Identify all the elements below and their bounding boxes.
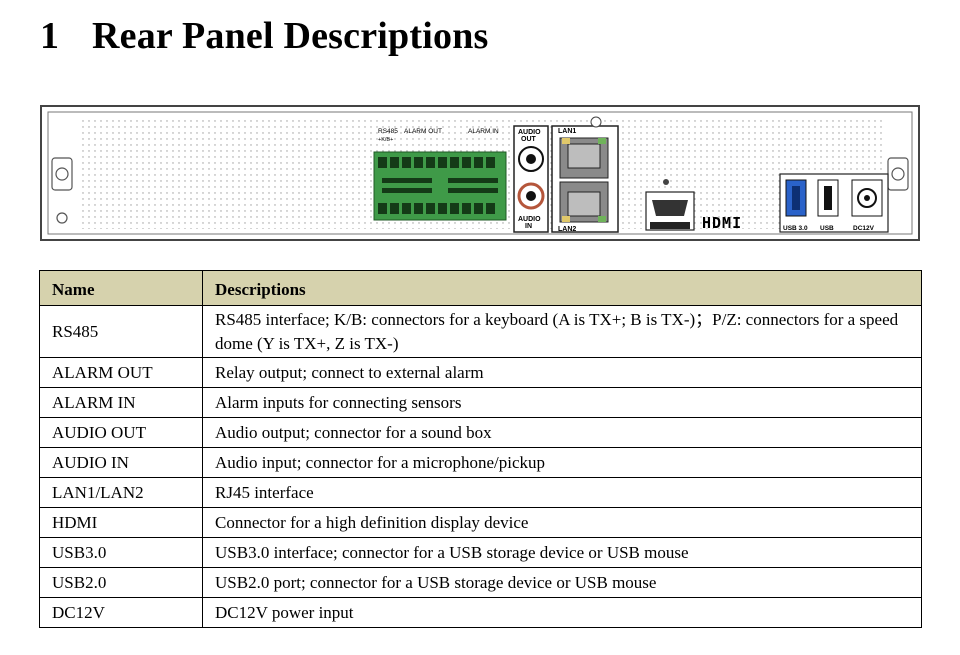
usb-label: USB [820, 225, 834, 232]
row-name: AUDIO OUT [39, 417, 203, 448]
row-name: RS485 [39, 305, 203, 358]
audio-in-label-1: AUDIO [518, 216, 541, 223]
hdmi-port: HDMI [590, 116, 742, 232]
table-header-row: Name Descriptions [39, 270, 922, 306]
left-ear [51, 157, 73, 224]
hdmi-logo: HDMI [702, 214, 742, 232]
alarm-out-label: ALARM OUT [404, 128, 442, 135]
row-description: Audio input; connector for a microphone/… [202, 447, 922, 478]
row-description: RS485 interface; K/B: connectors for a k… [202, 305, 922, 358]
lan-ports: LAN1 LAN2 [551, 125, 619, 233]
row-description: Connector for a high definition display … [202, 507, 922, 538]
row-description: Audio output; connector for a sound box [202, 417, 922, 448]
row-description: DC12V power input [202, 597, 922, 628]
usb-and-power: USB 3.0 USB DC12V [779, 173, 889, 233]
table-row: ALARM OUT Relay output; connect to exter… [39, 357, 922, 388]
section-title: Rear Panel Descriptions [92, 15, 489, 57]
row-description: RJ45 interface [202, 477, 922, 508]
table-row: ALARM IN Alarm inputs for connecting sen… [39, 387, 922, 418]
row-name: USB3.0 [39, 537, 203, 568]
table-row: RS485 RS485 interface; K/B: connectors f… [39, 305, 922, 358]
usb3-label: USB 3.0 [783, 225, 808, 232]
row-name: ALARM OUT [39, 357, 203, 388]
rs485-label: RS485 [378, 128, 398, 135]
table-row: DC12V DC12V power input [39, 597, 922, 628]
table-row: USB2.0 USB2.0 port; connector for a USB … [39, 567, 922, 598]
terminal-blocks [373, 151, 507, 221]
section-number: 1 [40, 15, 60, 57]
row-description: USB2.0 port; connector for a USB storage… [202, 567, 922, 598]
rear-panel-table: Name Descriptions RS485 RS485 interface;… [39, 270, 922, 628]
table-row: USB3.0 USB3.0 interface; connector for a… [39, 537, 922, 568]
row-name: DC12V [39, 597, 203, 628]
lan2-label: LAN2 [558, 226, 576, 233]
kb-label: +K/B+ [378, 137, 393, 143]
row-name: ALARM IN [39, 387, 203, 418]
audio-in-label-2: IN [525, 223, 532, 230]
row-description: Alarm inputs for connecting sensors [202, 387, 922, 418]
table-row: HDMI Connector for a high definition dis… [39, 507, 922, 538]
lan1-label: LAN1 [558, 128, 576, 135]
row-name: HDMI [39, 507, 203, 538]
column-header-name: Name [39, 270, 203, 306]
rear-panel-illustration: RS485 +K/B+ ALARM OUT ALARM IN AUDIO OUT… [40, 105, 920, 241]
table-row: LAN1/LAN2 RJ45 interface [39, 477, 922, 508]
alarm-in-label: ALARM IN [468, 128, 499, 135]
audio-out-label-2: OUT [521, 136, 537, 143]
audio-out-label-1: AUDIO [518, 129, 541, 136]
row-description: Relay output; connect to external alarm [202, 357, 922, 388]
table-row: AUDIO OUT Audio output; connector for a … [39, 417, 922, 448]
row-description: USB3.0 interface; connector for a USB st… [202, 537, 922, 568]
table-row: AUDIO IN Audio input; connector for a mi… [39, 447, 922, 478]
audio-ports: AUDIO OUT AUDIO IN [513, 125, 549, 233]
dc12v-label: DC12V [853, 225, 875, 232]
row-name: USB2.0 [39, 567, 203, 598]
row-name: LAN1/LAN2 [39, 477, 203, 508]
row-name: AUDIO IN [39, 447, 203, 478]
right-ear [887, 157, 909, 191]
column-header-descriptions: Descriptions [202, 270, 922, 306]
section-heading: 1 Rear Panel Descriptions [40, 14, 489, 58]
